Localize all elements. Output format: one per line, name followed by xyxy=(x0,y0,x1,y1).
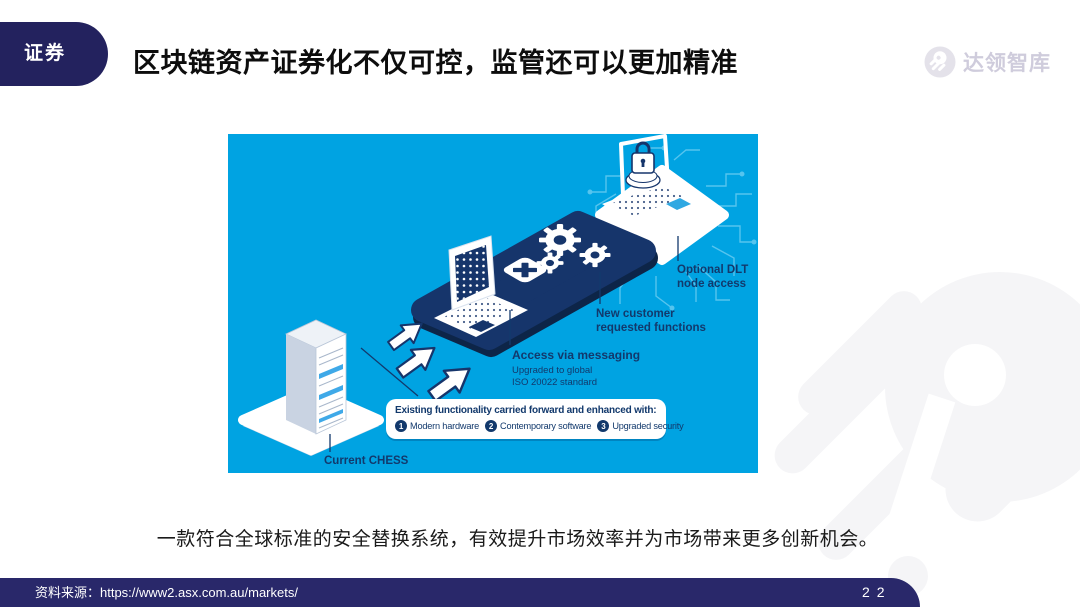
current-chess-server xyxy=(238,319,384,456)
connector-lines xyxy=(329,236,679,452)
footer-bar: 资料来源：https://www2.asx.com.au/markets/ 22 xyxy=(0,578,920,607)
access-messaging-label: Access via messaging Upgraded to global … xyxy=(512,348,640,390)
source-text: 资料来源：https://www2.asx.com.au/markets/ xyxy=(35,585,298,600)
messaging-laptop xyxy=(434,235,528,337)
logo-text: 达领智库 xyxy=(963,52,1051,75)
new-customer-label: New customer requested functions xyxy=(596,308,706,335)
page-number: 22 xyxy=(862,584,892,600)
lock-icon xyxy=(625,141,661,189)
meteor-logo-icon xyxy=(924,46,956,78)
access-sub: Upgraded to global ISO 20022 standard xyxy=(512,365,598,389)
enhancement-item: 1 Modern hardware xyxy=(395,420,479,432)
asx-diagram-image: Current CHESS Access via messaging Upgra… xyxy=(228,134,758,473)
access-title: Access via messaging xyxy=(512,348,641,362)
bullet-1: 1 xyxy=(395,420,407,432)
enhancement-box: Existing functionality carried forward a… xyxy=(386,399,684,439)
plus-tile-icon xyxy=(503,257,547,283)
current-chess-label: Current CHESS xyxy=(324,455,409,467)
page-title: 区块链资产证券化不仅可控，监管还可以更加精准 xyxy=(133,48,738,78)
category-badge: 证券 xyxy=(0,22,108,86)
bullet-3: 3 xyxy=(597,420,610,432)
optional-dlt-label: Optional DLT node access xyxy=(677,264,749,291)
caption: 一款符合全球标准的安全替换系统，有效提升市场效率并为市场带来更多创新机会。 xyxy=(156,529,879,550)
enhancement-item: 2 Contemporary software xyxy=(485,420,592,432)
chess-diagram-graphic xyxy=(238,134,757,456)
enhancement-item: 3 Upgraded security xyxy=(597,420,684,432)
enhancement-box-title: Existing functionality carried forward a… xyxy=(395,405,657,416)
meteor-hole xyxy=(944,344,1006,406)
bullet-2: 2 xyxy=(485,420,498,432)
logo: 达领智库 xyxy=(924,46,1051,78)
dlt-laptop xyxy=(602,134,696,222)
